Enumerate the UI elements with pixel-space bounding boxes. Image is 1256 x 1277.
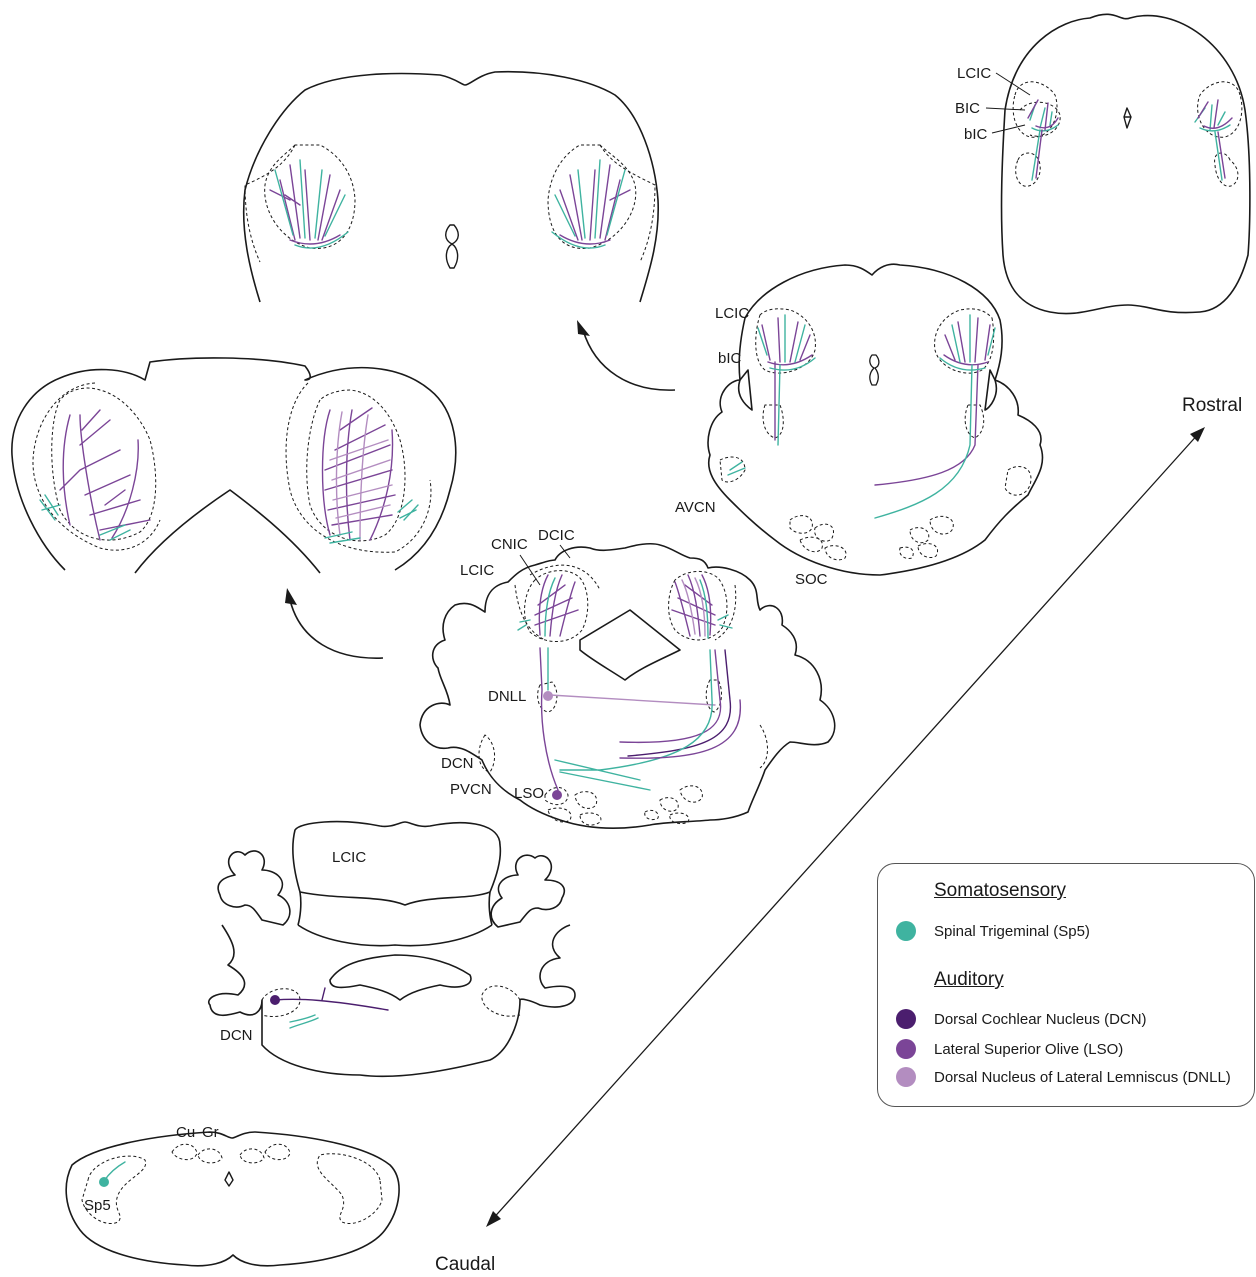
label-dcn-lower: DCN bbox=[220, 1027, 253, 1044]
label-bic-upper: BIC bbox=[955, 100, 980, 117]
dcn-soma bbox=[270, 995, 280, 1005]
label-pvcn: PVCN bbox=[450, 781, 492, 798]
section-rostral-top-right: LCIC BIC bIC bbox=[955, 14, 1250, 313]
label-lcic-lower: LCIC bbox=[332, 849, 366, 866]
label-lcic-rostral: LCIC bbox=[957, 65, 991, 82]
label-lso: LSO bbox=[514, 785, 544, 802]
legend-label-dnll: Dorsal Nucleus of Lateral Lemniscus (DNL… bbox=[934, 1069, 1231, 1086]
label-soc: SOC bbox=[795, 571, 828, 588]
label-bic-mid: bIC bbox=[718, 350, 742, 367]
transition-arrows bbox=[285, 320, 675, 658]
label-dcn-center: DCN bbox=[441, 755, 474, 772]
label-dcic: DCIC bbox=[538, 527, 575, 544]
caudal-arrowhead bbox=[486, 1211, 501, 1227]
legend-heading-auditory: Auditory bbox=[934, 969, 1004, 991]
legend-heading-somatosensory: Somatosensory bbox=[934, 880, 1066, 902]
label-cu: Cu bbox=[176, 1124, 195, 1141]
legend-item-lso: Lateral Superior Olive (LSO) bbox=[896, 1039, 1123, 1059]
legend-item-sp5: Spinal Trigeminal (Sp5) bbox=[896, 921, 1090, 941]
label-sp5: Sp5 bbox=[84, 1197, 111, 1214]
legend-swatch-sp5 bbox=[896, 921, 916, 941]
dnll-soma bbox=[543, 691, 553, 701]
section-center: CNIC DCIC LCIC DNLL DCN PVCN LSO bbox=[420, 527, 835, 828]
section-left-middle bbox=[12, 358, 456, 573]
section-top-middle bbox=[244, 72, 659, 302]
label-cnic: CNIC bbox=[491, 536, 528, 553]
legend-swatch-lso bbox=[896, 1039, 916, 1059]
label-dnll: DNLL bbox=[488, 688, 526, 705]
legend-box: Somatosensory Spinal Trigeminal (Sp5) Au… bbox=[877, 863, 1255, 1107]
label-caudal: Caudal bbox=[435, 1254, 495, 1275]
section-lower: LCIC DCN bbox=[209, 822, 575, 1077]
legend-label-dcn: Dorsal Cochlear Nucleus (DCN) bbox=[934, 1011, 1147, 1028]
lso-soma bbox=[552, 790, 562, 800]
legend-swatch-dnll bbox=[896, 1067, 916, 1087]
label-gr: Gr bbox=[202, 1124, 219, 1141]
legend-swatch-dcn bbox=[896, 1009, 916, 1029]
legend-label-sp5: Spinal Trigeminal (Sp5) bbox=[934, 923, 1090, 940]
legend-item-dnll: Dorsal Nucleus of Lateral Lemniscus (DNL… bbox=[896, 1067, 1231, 1087]
section-caudal-bottom: Cu Gr Sp5 bbox=[66, 1124, 399, 1266]
curved-arrow-lower bbox=[290, 600, 383, 658]
label-lcic-center: LCIC bbox=[460, 562, 494, 579]
section-right-middle: LCIC bIC AVCN SOC bbox=[675, 264, 1043, 588]
curved-arrow-upper bbox=[583, 330, 675, 390]
label-lcic-mid: LCIC bbox=[715, 305, 749, 322]
label-avcn: AVCN bbox=[675, 499, 716, 516]
sp5-soma bbox=[99, 1177, 109, 1187]
label-bic-lower: bIC bbox=[964, 126, 988, 143]
legend-label-lso: Lateral Superior Olive (LSO) bbox=[934, 1041, 1123, 1058]
legend-item-dcn: Dorsal Cochlear Nucleus (DCN) bbox=[896, 1009, 1147, 1029]
label-rostral: Rostral bbox=[1182, 395, 1242, 416]
